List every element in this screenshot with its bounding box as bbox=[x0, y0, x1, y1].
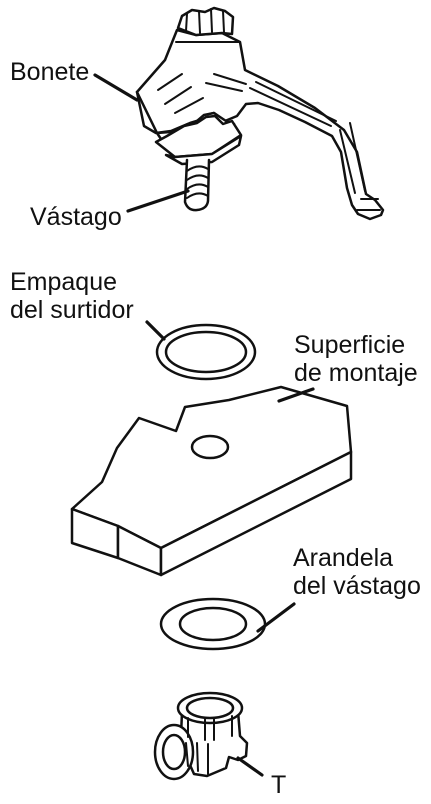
mounting-surface bbox=[70, 385, 353, 577]
leader-lines bbox=[93, 73, 315, 777]
label-stem-washer-line-1: Arandela bbox=[293, 544, 394, 572]
label-tee: T bbox=[271, 771, 287, 799]
label-stem: Vástago bbox=[30, 203, 122, 231]
faucet-bonnet bbox=[135, 6, 385, 221]
label-stem-washer-line-2: del vástago bbox=[293, 572, 421, 600]
label-bonnet: Bonete bbox=[10, 58, 90, 86]
spout-gasket bbox=[155, 323, 257, 381]
label-mounting-surface-line-2: de montaje bbox=[294, 359, 418, 387]
stem-washer bbox=[159, 597, 267, 651]
tee-fitting bbox=[153, 691, 249, 781]
label-mounting-surface-line-1: Superficie bbox=[294, 331, 406, 359]
label-spout-gasket-line-1: Empaque bbox=[10, 268, 118, 296]
stem-thread bbox=[183, 158, 211, 212]
label-spout-gasket-line-2: del surtidor bbox=[10, 296, 134, 324]
